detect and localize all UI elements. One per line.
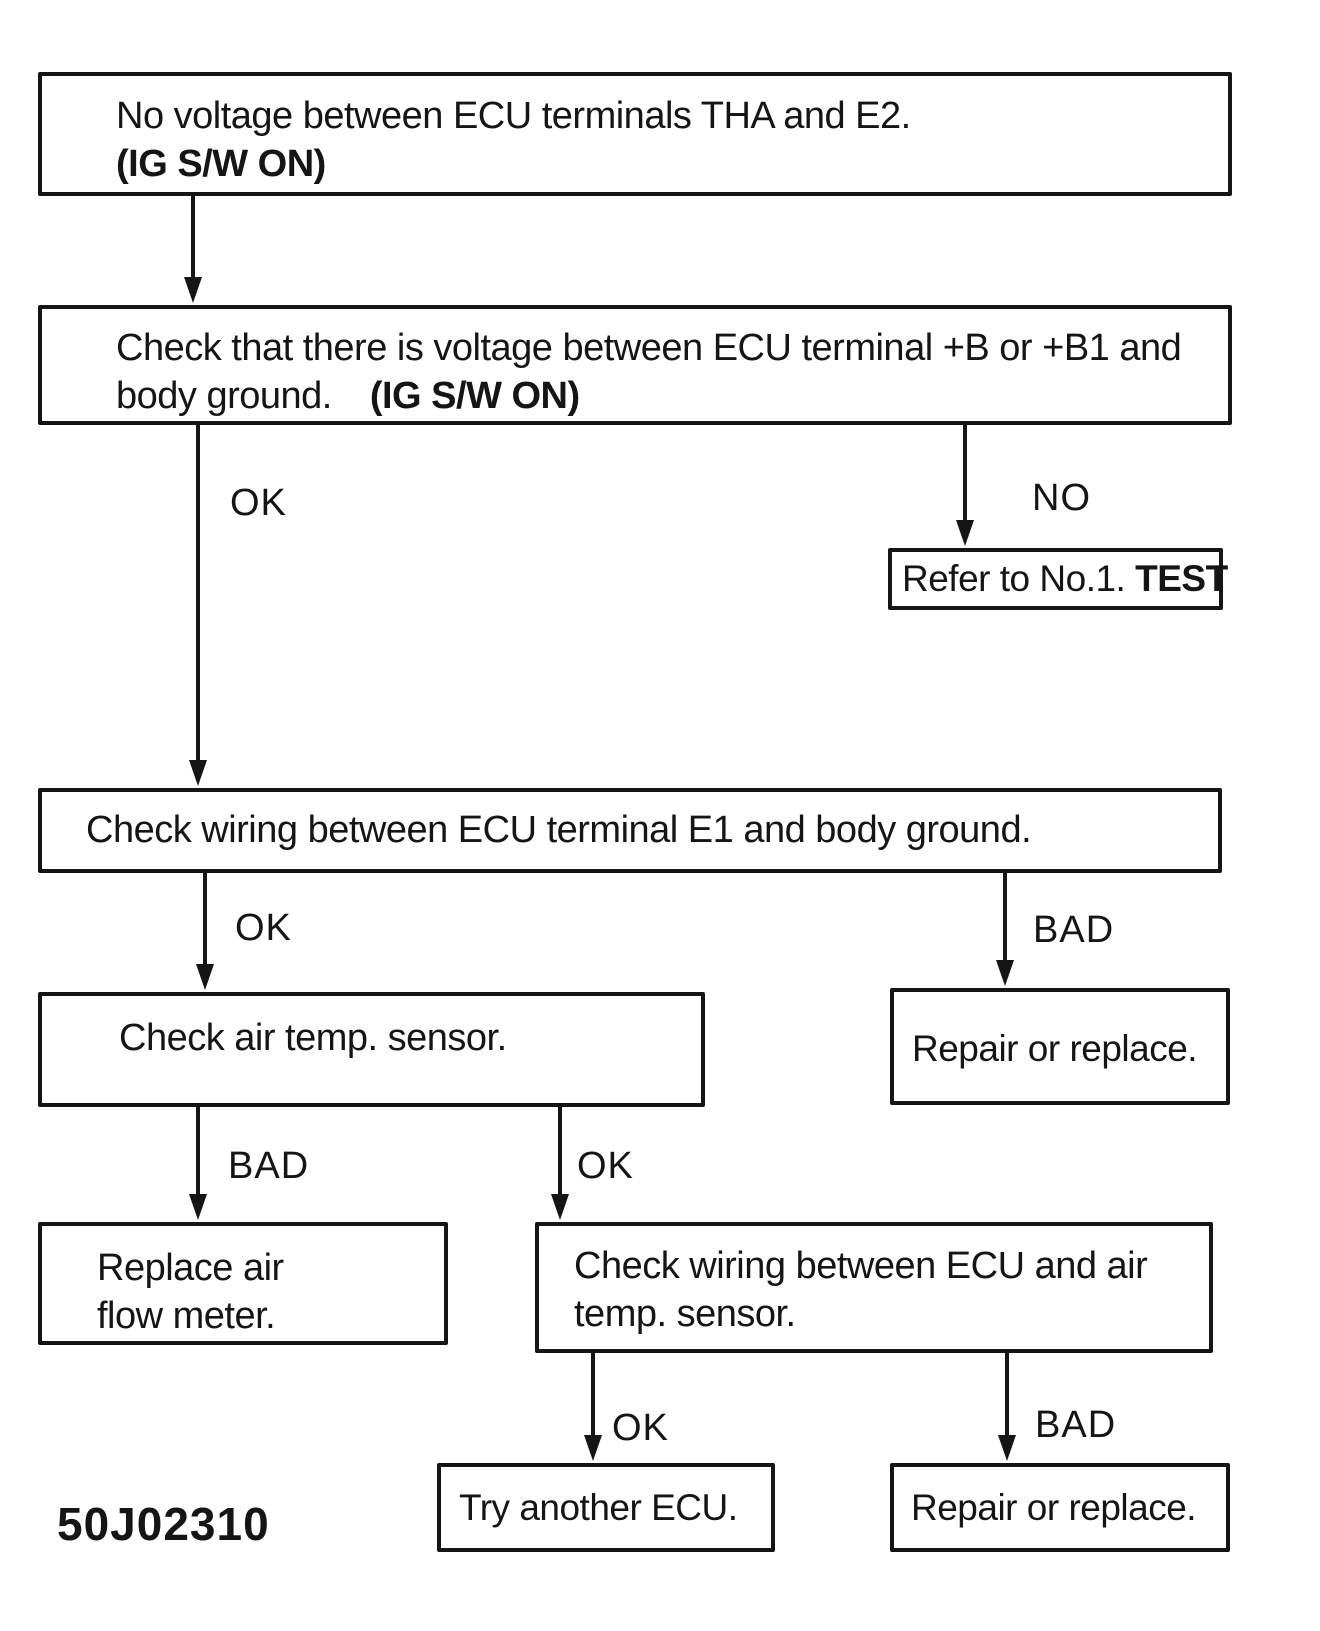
flow-node-check-wiring-air-line2: temp. sensor. (574, 1293, 796, 1335)
arrow-wiring-air-ok (584, 1353, 602, 1461)
arrow-wiring-e1-bad (996, 873, 1014, 986)
flow-node-repair-replace-bottom-line1: Repair or replace. (911, 1486, 1197, 1528)
flow-node-check-voltage-line2a: body ground. (116, 375, 332, 417)
branch-label-bad-air-temp: BAD (228, 1145, 310, 1187)
flow-node-check-wiring-e1: Check wiring between ECU terminal E1 and… (38, 788, 1222, 873)
arrow-wiring-e1-ok (196, 873, 214, 990)
flow-node-repair-replace-bottom: Repair or replace. (890, 1463, 1230, 1552)
branch-label-no-voltage: NO (1032, 477, 1091, 519)
flow-node-replace-air-flow: Replace air flow meter. (38, 1222, 448, 1345)
flow-node-refer-test-text: Refer to No.1. TEST (902, 558, 1228, 600)
flow-node-check-voltage: Check that there is voltage between ECU … (38, 305, 1232, 425)
flow-node-try-another-ecu: Try another ECU. (437, 1463, 775, 1552)
branch-label-ok-voltage: OK (230, 482, 287, 524)
arrow-air-temp-ok (551, 1107, 569, 1220)
branch-label-ok-wiring-air: OK (612, 1407, 669, 1449)
arrow-check-voltage-ok (189, 425, 207, 786)
flow-node-start-line1: No voltage between ECU terminals THA and… (116, 95, 911, 137)
arrow-air-temp-bad (189, 1107, 207, 1220)
flow-node-replace-air-flow-line1: Replace air (97, 1247, 284, 1289)
arrow-check-voltage-no (956, 425, 974, 546)
flow-node-start-line2: (IG S/W ON) (116, 143, 326, 185)
flow-node-check-air-temp-line1: Check air temp. sensor. (119, 1017, 507, 1059)
figure-code: 50J02310 (57, 1498, 270, 1550)
arrow-start-to-check-voltage (184, 196, 202, 303)
flow-node-check-voltage-line2b: (IG S/W ON) (369, 375, 580, 417)
refer-test-regular: Refer to No.1. (902, 558, 1126, 599)
flow-node-repair-replace-top: Repair or replace. (890, 988, 1230, 1105)
flow-node-check-wiring-air: Check wiring between ECU and air temp. s… (535, 1222, 1213, 1353)
branch-label-bad-wiring-e1: BAD (1033, 909, 1115, 951)
flow-node-check-wiring-air-line1: Check wiring between ECU and air (574, 1245, 1148, 1287)
arrow-wiring-air-bad (998, 1353, 1016, 1461)
branch-label-bad-wiring-air: BAD (1035, 1404, 1117, 1446)
flow-node-check-voltage-line1: Check that there is voltage between ECU … (116, 327, 1182, 369)
refer-test-bold: TEST (1135, 558, 1228, 599)
flow-node-replace-air-flow-line2: flow meter. (97, 1295, 276, 1337)
flow-node-check-wiring-e1-line1: Check wiring between ECU terminal E1 and… (86, 809, 1032, 851)
flow-node-repair-replace-top-line1: Repair or replace. (912, 1028, 1198, 1069)
flow-node-refer-test: Refer to No.1. TEST (888, 548, 1228, 610)
flow-node-start: No voltage between ECU terminals THA and… (38, 72, 1232, 196)
branch-label-ok-air-temp: OK (577, 1145, 634, 1187)
branch-label-ok-wiring-e1: OK (235, 907, 292, 949)
flow-node-check-air-temp: Check air temp. sensor. (38, 992, 705, 1107)
flow-node-try-another-ecu-line1: Try another ECU. (459, 1486, 738, 1528)
